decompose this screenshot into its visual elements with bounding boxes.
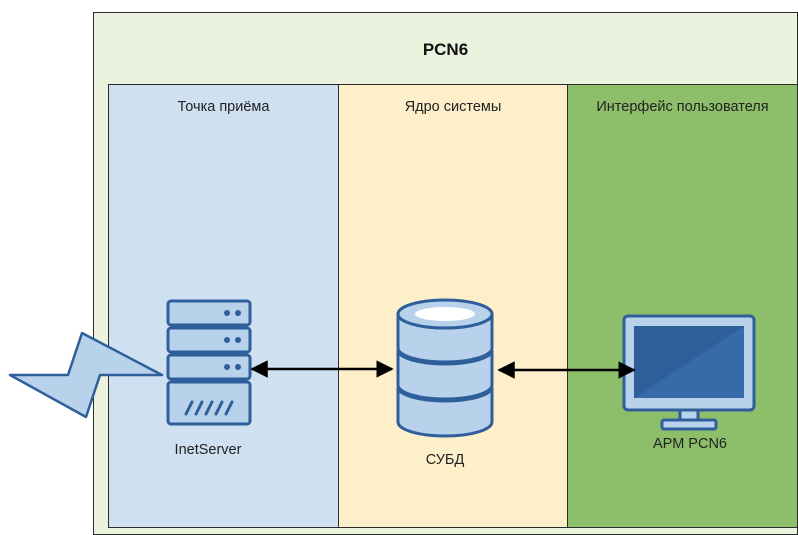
node-label-server: InetServer: [174, 442, 242, 458]
lane-title: Точка приёма: [177, 99, 270, 115]
diagram-title: PCN6: [422, 40, 469, 59]
node-label-database: СУБД: [425, 452, 465, 468]
lightning-icon: [8, 331, 164, 419]
node-label-workstation: АРМ PCN6: [653, 436, 727, 452]
monitor-icon: [622, 314, 756, 431]
database-icon: [396, 298, 494, 438]
lane-user-interface: Интерфейс пользователя: [567, 85, 797, 527]
lane-title: Ядро системы: [404, 99, 502, 115]
lane-title: Интерфейс пользователя: [596, 99, 769, 115]
server-icon: [166, 299, 252, 426]
